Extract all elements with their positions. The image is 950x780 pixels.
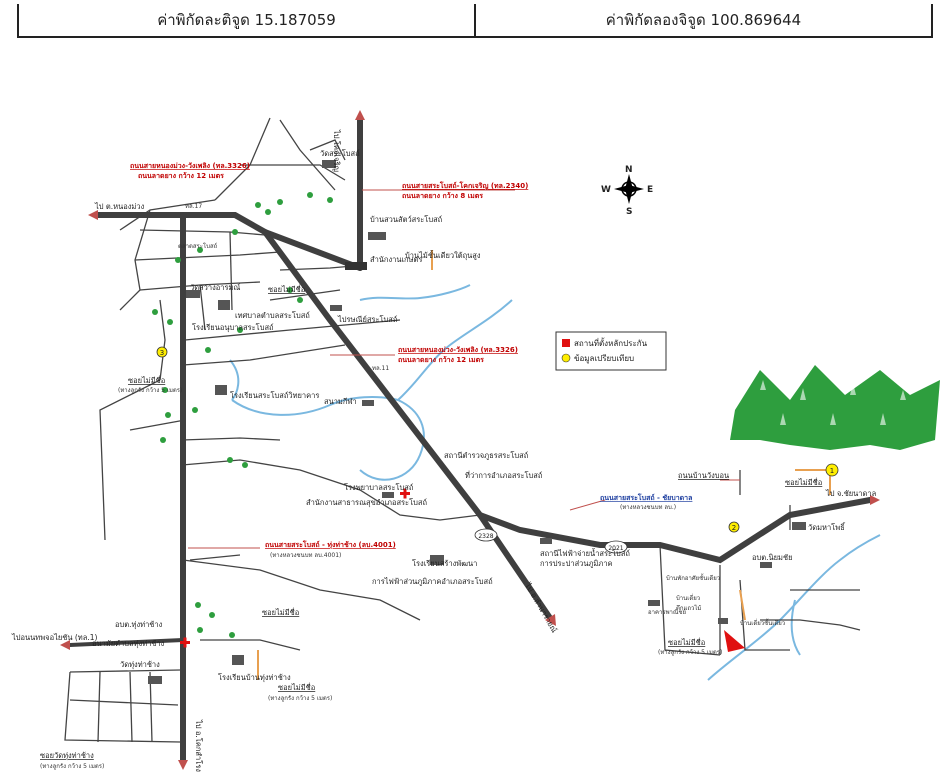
legend xyxy=(555,331,667,371)
label-land-office: สำนักงานสาธารณสุขอำเภอสระโบสถ์ xyxy=(306,498,427,507)
label-water: การประปาส่วนภูมิภาค xyxy=(540,559,613,568)
label-sanam: สนามกีฬา xyxy=(324,397,357,406)
label-post: ไปรษณีย์สระโบสถ์ xyxy=(337,315,397,324)
label-soi-2-sub: (ทางลูกรัง กว้าง 5 เมตร) xyxy=(118,387,182,394)
label-road-chainat: ถนนสายสระโบสถ์ - ชัยบาดาล xyxy=(600,493,692,502)
water-features xyxy=(229,284,881,681)
legend-item-collateral: สถานที่ตั้งหลักประกัน xyxy=(574,337,648,348)
route-2328: 2328 xyxy=(478,533,493,540)
label-to-chainat: ไป จ.ชัยนาดาล xyxy=(825,489,876,498)
label-wat-sraboat: วัดสระโบสถ์ xyxy=(320,149,360,158)
marker-num-3: 3 xyxy=(160,349,164,357)
label-ban-pak: บ้านไม้ชั้นเดียวใต้ถุนสูง xyxy=(405,250,481,260)
label-electric: การไฟฟ้าส่วนภูมิภาคอำเภอสระโบสถ์ xyxy=(372,577,493,586)
label-house-2: บ้านเดี่ยว xyxy=(676,594,700,602)
label-hospital-pet: บ้านสวนสัตว์สระโบสถ์ xyxy=(370,215,442,224)
label-soi-2: ซอยไม่มีชื่อ xyxy=(128,375,165,385)
label-soi-4-sub: (ทางลูกรัง กว้าง 5 เมตร) xyxy=(268,695,332,702)
label-road-11: ทล.11 xyxy=(372,365,389,372)
minor-roads xyxy=(64,117,861,743)
longitude-label: ค่าพิกัดลองจิจูด 100.869644 xyxy=(474,4,931,36)
comparison-markers xyxy=(156,346,839,533)
label-wat-sawang: วัดสว่างอารมณ์ xyxy=(190,283,240,292)
label-road-3326-mid: ถนนสายหนองม่วง-วังเพลิง (ทล.3326) xyxy=(398,346,518,354)
label-kaset: สำนักงานเกษตร xyxy=(370,255,422,264)
label-clinic-thung: อนามัยตำบลทุ่งท่าช้าง xyxy=(92,639,165,648)
map-canvas: 1 2 3 2328 2021 N S E W สถานที่ตั้งหลักป… xyxy=(11,110,940,772)
label-to-lamnarai: ไป อ.ลำนารายณ์ xyxy=(523,581,559,635)
label-hospital: โรงพยาบาลสระโบสถ์ xyxy=(344,483,413,492)
label-police: สถานีตำรวจภูธรสระโบสถ์ xyxy=(444,451,528,460)
marker-num-2: 2 xyxy=(732,524,736,532)
main-roads xyxy=(68,115,873,763)
label-road-4001: ถนนสายสระโบสถ์ - ทุ่งท่าช้าง (ลบ.4001) xyxy=(265,540,396,549)
label-soi-wat-thung-sub: (ทางลูกรัง กว้าง 5 เมตร) xyxy=(40,763,104,770)
label-school-sraboat: โรงเรียนอนุบาลสระโบสถ์ xyxy=(192,323,274,332)
label-road-2340: ถนนสายสระโบสถ์-โคกเจริญ (ทล.2340) xyxy=(402,181,528,190)
label-amphoe: ที่ว่าการอำเภอสระโบสถ์ xyxy=(465,470,542,480)
label-school-thung: โรงเรียนบ้านทุ่งท่าช้าง xyxy=(218,673,291,682)
label-to-khokcharoen: ไป โคกเจริญ xyxy=(332,129,341,172)
legend-item-comparison: ข้อมูลเปรียบเทียบ xyxy=(574,354,634,364)
label-soi-6: ซอยไม่มีชื่อ xyxy=(668,637,705,647)
latitude-label: ค่าพิกัดละติจูด 15.187059 xyxy=(157,11,336,29)
compass-e: E xyxy=(647,185,653,195)
compass-icon xyxy=(614,174,644,204)
label-road-wangbon: ถนนบ้านวังบอน xyxy=(678,471,729,480)
label-wat-maha: วัดมหาโพธิ์ xyxy=(808,522,846,532)
label-soi-6-sub: (ทางลูกรัง กว้าง 5 เมตร) xyxy=(658,649,722,656)
label-road-chainat-width: (ทางหลวงชนบท ลบ.) xyxy=(620,504,676,511)
label-plang: ตลาดสระโบสถ์ xyxy=(178,242,218,250)
label-road-17: ทล.17 xyxy=(185,203,202,210)
label-thesaban: เทศบาลตำบลสระโบสถ์ xyxy=(235,311,310,320)
label-soi-3: ซอยไม่มีชื่อ xyxy=(262,607,299,617)
compass-n: N xyxy=(625,165,633,175)
compass-s: S xyxy=(626,207,632,217)
label-obt-niyom: อบต.นิยมชัย xyxy=(752,553,792,562)
hospital-cross-icons xyxy=(180,488,410,648)
label-soi-4: ซอยไม่มีชื่อ xyxy=(278,682,315,692)
label-soi-1: ซอยไม่มีชื่อ xyxy=(268,284,305,294)
label-soi-wat-thung: ซอยวัดทุ่งท่าช้าง xyxy=(40,751,94,760)
label-house-4: อาคารพาณิชย์ xyxy=(648,608,686,616)
label-landmark-south: บ้านเดี่ยวชั้นเดียว xyxy=(740,617,785,627)
label-to-ban-khoktoei: ไปอนนทพจอไยชัน (ทล.1) xyxy=(11,633,97,642)
coordinate-bar: ค่าพิกัดละติจูด 15.187059 ค่าพิกัดลองจิจ… xyxy=(17,4,933,38)
label-house-3: ตึกแถวไม้ xyxy=(676,604,702,612)
road-arrowheads xyxy=(60,110,880,770)
label-road-3326-top: ถนนสายหนองม่วง-วังเพลิง (ทล.3326) xyxy=(130,162,250,170)
label-house-1: บ้านพักอาศัยชั้นเดียว xyxy=(666,572,720,582)
route-2021: 2021 xyxy=(608,545,623,552)
tree-icons xyxy=(152,192,333,638)
forest-area xyxy=(730,365,940,450)
label-soi-5: ซอยไม่มีชื่อ xyxy=(785,477,822,487)
market-icon xyxy=(345,262,367,270)
label-road-4001-width: (ทางหลวงชนบท ลบ.4001) xyxy=(270,552,341,559)
label-to-khok-samrong: ไป อ.โคกสำโรง xyxy=(194,719,203,772)
label-road-2340-width: ถนนลาดยาง กว้าง 8 เมตร xyxy=(402,191,483,200)
label-obt-thung: อบต.ทุ่งท่าช้าง xyxy=(115,620,163,629)
compass-w: W xyxy=(601,185,611,195)
map-labels: ไป ต.หนองม่วง ไป โคกเจริญ ไป จ.ชัยนาดาล … xyxy=(11,129,876,772)
marker-num-1: 1 xyxy=(830,467,834,475)
route-badges xyxy=(474,528,628,554)
collateral-location-marker xyxy=(724,630,745,652)
leader-lines xyxy=(188,189,740,549)
label-school-sang: โรงเรียนสร้างพัฒนา xyxy=(412,559,477,568)
building-icons xyxy=(148,160,806,684)
label-to-nongmuang: ไป ต.หนองม่วง xyxy=(94,202,145,211)
label-road-3326-mid-width: ถนนลาดยาง กว้าง 12 เมตร xyxy=(398,355,484,364)
label-pea: สถานีไฟฟ้าจ่ายน้ำสระโบสถ์ xyxy=(540,548,630,558)
label-wat-thung: วัดทุ่งท่าช้าง xyxy=(120,660,160,669)
label-road-3326-top-width: ถนนลาดยาง กว้าง 12 เมตร xyxy=(138,171,224,180)
label-school-wit: โรงเรียนสระโบสถ์วิทยาคาร xyxy=(230,391,319,400)
